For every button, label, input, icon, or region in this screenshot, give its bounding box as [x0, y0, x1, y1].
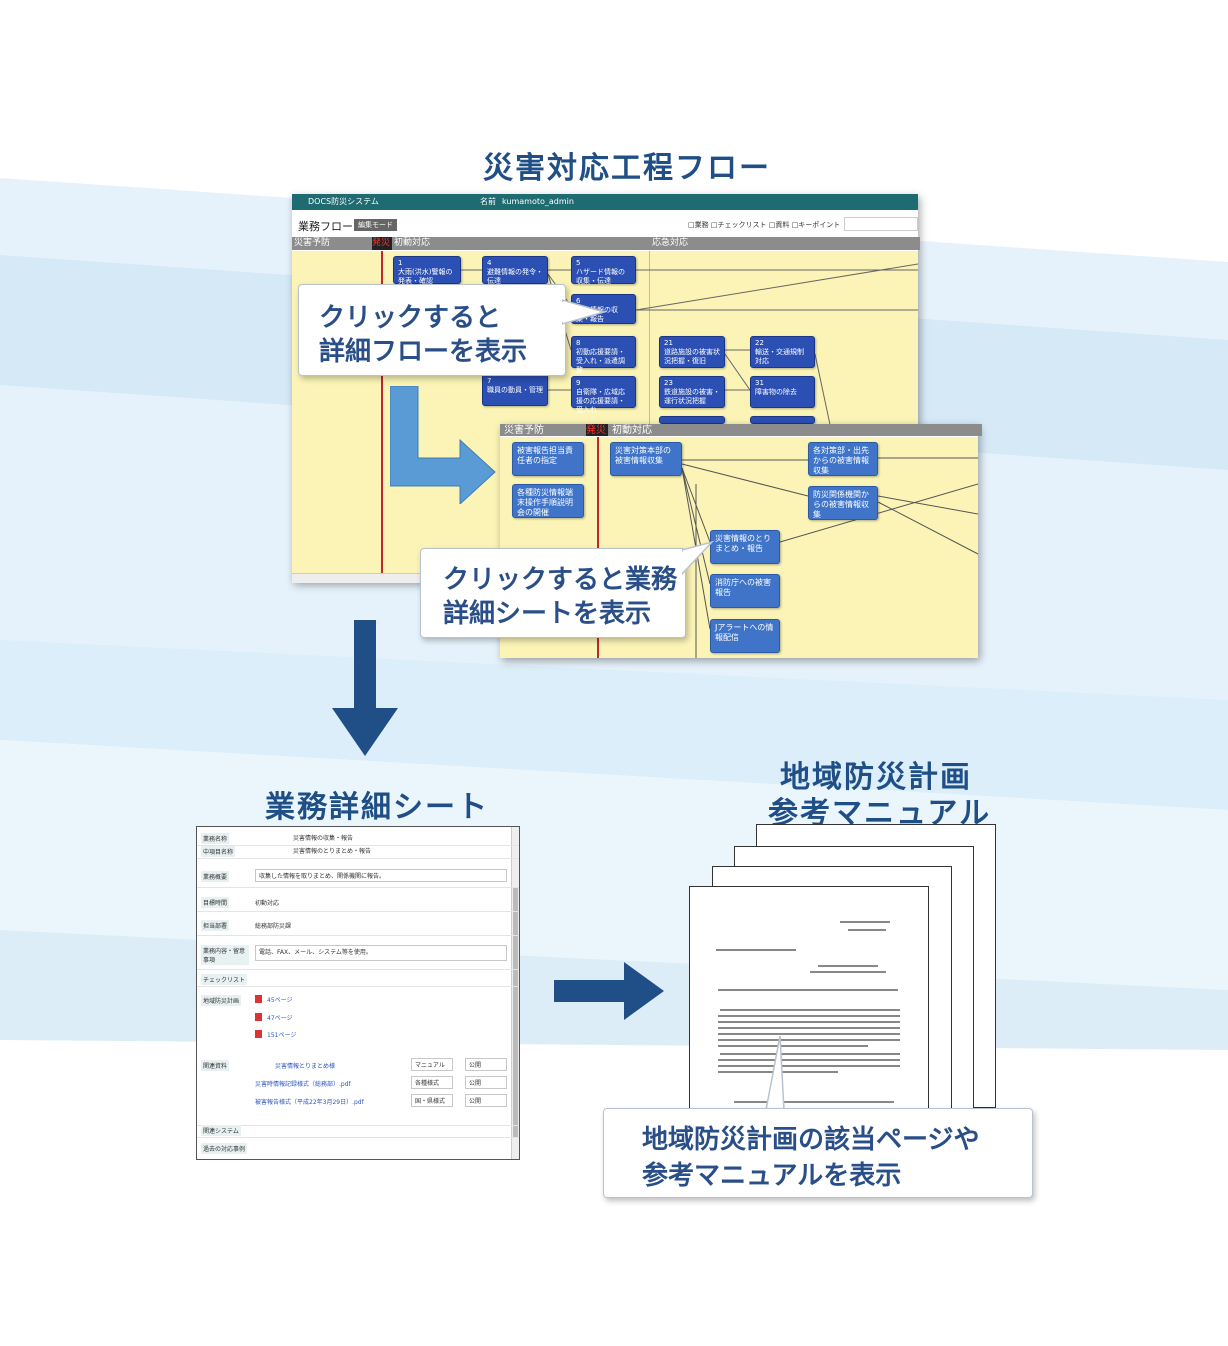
outbreak-line	[381, 251, 383, 573]
user-label: 名前	[480, 197, 496, 206]
detail-lane-outbreak: 発災	[586, 424, 608, 436]
callout-plan-line1: 地域防災計画の該当ページや	[642, 1125, 980, 1155]
edit-mode-button[interactable]: 編集モード	[354, 219, 397, 231]
detail-lane-prevention: 災害予防	[500, 424, 590, 436]
material-type[interactable]: 国・県様式	[411, 1094, 453, 1107]
flow-node-partial[interactable]	[659, 416, 725, 424]
row-past-cases: 過去の対応事例	[197, 1141, 519, 1155]
document-page-front	[689, 886, 929, 1118]
callout-flow-line2: 詳細フローを表示	[319, 337, 528, 367]
material-type[interactable]: 各種様式	[411, 1076, 453, 1089]
app-header: DOCS防災システム 名前 kumamoto_admin	[292, 194, 918, 210]
row-related-system: 関連システム	[197, 1123, 519, 1138]
detail-outbreak-line	[597, 437, 599, 658]
detail-node[interactable]: Jアラートへの情報配信	[710, 619, 780, 653]
row-sub-item: 中項目名称 災害情報のとりまとめ・報告	[197, 846, 519, 859]
callout-detail: クリックすると業務 詳細シートを表示	[420, 548, 686, 638]
callout-detail-line2: 詳細シートを表示	[443, 599, 652, 629]
sheet-title: 業務詳細シート	[265, 790, 489, 825]
pdf-icon	[255, 995, 262, 1003]
flow-node-partial[interactable]	[750, 416, 815, 424]
detail-node[interactable]: 各対策部・出先からの被害情報収集	[808, 442, 878, 476]
row-business-name: 業務名称 災害情報の収集・報告	[197, 833, 519, 846]
row-materials: 関連資料 災害情報とりまとめ様 マニュアル 公開 災害時情報記録様式（総務部）.…	[197, 1055, 519, 1126]
row-department: 担当部署 総務部防災課	[197, 915, 519, 936]
flow-title: 災害対応工程フロー	[483, 151, 771, 186]
down-arrow	[332, 620, 398, 756]
callout-plan-tail	[765, 1036, 785, 1111]
search-input[interactable]	[844, 217, 918, 231]
callout-plan-line2: 参考マニュアルを表示	[642, 1161, 902, 1191]
callout-flow-tail	[562, 299, 606, 325]
filter-keypoint[interactable]: □キーポイント	[791, 221, 841, 229]
right-arrow	[554, 962, 664, 1020]
row-content: 業務内容・留意事項 電話、FAX、メール、システム等を使用。	[197, 941, 519, 970]
material-link[interactable]: 災害情報とりまとめ様	[275, 1063, 336, 1070]
material-scope[interactable]: 公開	[465, 1058, 507, 1071]
row-summary: 業務概要 収集した情報を取りまとめ、関係機関に報告。	[197, 867, 519, 888]
page-title: 業務フロー	[298, 220, 353, 233]
detail-node[interactable]: 防災関係機関からの被害情報収集	[808, 486, 878, 520]
detail-connectors	[681, 457, 978, 658]
detail-node[interactable]: 被害報告担当責任者の指定	[512, 442, 584, 476]
lane-header-initial: 初動対応	[392, 237, 650, 250]
row-target-time: 目標時間 初動対応	[197, 893, 519, 912]
sheet-scroll-thumb[interactable]	[513, 887, 518, 1137]
row-checklist: チェックリスト	[197, 972, 519, 987]
lane-header-outbreak: 発災	[372, 237, 392, 250]
material-scope[interactable]: 公開	[465, 1076, 507, 1089]
detail-flow-window: 災害予防 発災 初動対応 被害報告担当責任者の指定 災害対策本部の被害情報収集 …	[500, 424, 982, 658]
user-name: kumamoto_admin	[502, 197, 574, 206]
callout-plan: 地域防災計画の該当ページや 参考マニュアルを表示	[603, 1108, 1033, 1198]
callout-flow: クリックすると 詳細フローを表示	[298, 284, 566, 376]
filter-checklist[interactable]: □チェックリスト	[710, 221, 767, 229]
detail-node[interactable]: 消防庁への被害報告	[710, 574, 780, 608]
detail-node[interactable]: 災害対策本部の被害情報収集	[610, 442, 682, 476]
detail-node[interactable]: 災害情報のとりまとめ・報告	[710, 530, 780, 564]
filter-materials[interactable]: □資料	[768, 221, 790, 229]
callout-flow-line1: クリックすると	[319, 303, 502, 333]
lane-divider	[649, 251, 650, 573]
plan-page-link[interactable]: 45ページ	[267, 997, 293, 1004]
system-name: DOCS防災システム	[308, 197, 379, 206]
detail-lane-initial: 初動対応	[608, 424, 982, 436]
material-scope[interactable]: 公開	[465, 1094, 507, 1107]
detail-sheet: 業務名称 災害情報の収集・報告 中項目名称 災害情報のとりまとめ・報告 業務概要…	[196, 826, 520, 1160]
plan-title-line1: 地域防災計画	[780, 760, 972, 795]
callout-detail-tail	[682, 540, 715, 576]
material-type[interactable]: マニュアル	[411, 1058, 453, 1071]
lane-header-emergency: 応急対応	[650, 237, 920, 250]
bent-arrow	[390, 386, 496, 504]
detail-node[interactable]: 各種防災情報端末操作手順説明会の開催	[512, 484, 584, 518]
callout-detail-line1: クリックすると業務	[443, 565, 678, 595]
plan-page-link[interactable]: 47ページ	[267, 1015, 293, 1022]
pdf-icon	[255, 1013, 262, 1021]
material-link[interactable]: 災害時情報記録様式（総務部）.pdf	[255, 1081, 351, 1088]
filter-business[interactable]: □業務	[688, 221, 709, 229]
lane-header-prevention: 災害予防	[292, 237, 372, 250]
plan-page-link[interactable]: 151ページ	[267, 1032, 297, 1039]
row-plan: 地域防災計画 45ページ 47ページ 151ページ	[201, 995, 297, 1039]
material-link[interactable]: 被害報告様式（平成22年3月29日）.pdf	[255, 1099, 364, 1106]
filter-bar: □業務 □チェックリスト □資料 □キーポイント	[688, 220, 840, 230]
pdf-icon	[255, 1030, 262, 1038]
